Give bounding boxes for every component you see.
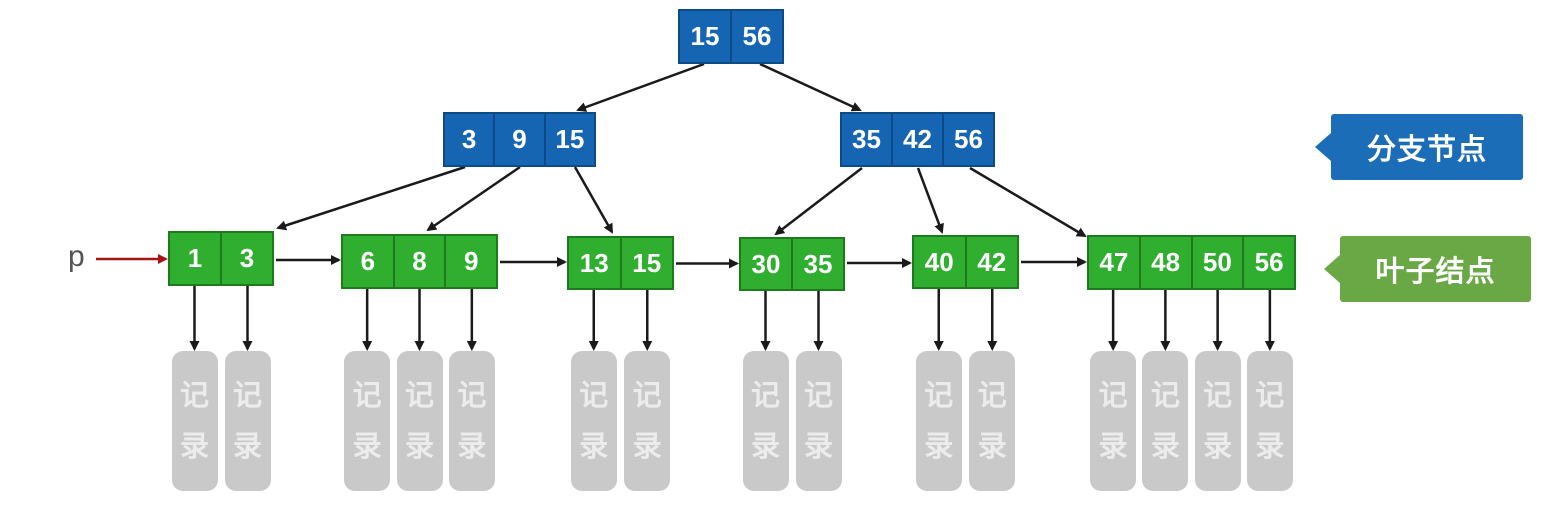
branch-node-key: 9: [493, 114, 543, 165]
leaf-node-key: 30: [751, 248, 781, 279]
record-label-bottom: 录: [632, 429, 662, 463]
record-block: 记录: [969, 351, 1016, 491]
leaf-node: 13 15: [567, 236, 674, 290]
record-label-top: 记: [1150, 378, 1180, 413]
record-block: 记录: [448, 351, 495, 491]
edge-branch-to-leaf: [276, 165, 466, 231]
branch-node-key: 3: [461, 124, 477, 154]
record-label-top: 记: [179, 378, 209, 413]
record-label-top: 记: [1098, 378, 1128, 413]
record-label-top: 记: [977, 378, 1007, 413]
leaf-node-key: 48: [1138, 237, 1191, 288]
leaf-node-key: 47: [1099, 247, 1129, 277]
branch-node-key: 15: [543, 114, 594, 165]
record-label-top: 记: [352, 378, 382, 413]
record-block: 记录: [795, 351, 842, 491]
record-label-bottom: 录: [352, 429, 382, 463]
leaf-node-key: 13: [579, 247, 609, 278]
branch-node-key: 56: [942, 114, 993, 165]
leaf-node-key: 8: [392, 236, 445, 287]
leaf-node-key: 3: [220, 233, 272, 284]
leaf-node-key: 9: [444, 236, 496, 287]
record-label-bottom: 录: [924, 429, 954, 463]
record-label-bottom: 录: [232, 429, 262, 463]
record-label-bottom: 录: [179, 429, 209, 463]
record-label-bottom: 录: [404, 429, 434, 463]
record-label-top: 记: [579, 378, 609, 413]
record-block: 记录: [570, 351, 617, 491]
record-block: 记录: [624, 351, 671, 491]
record-label-top: 记: [457, 378, 487, 413]
leaf-node-key: 15: [619, 238, 673, 288]
record-label-top: 记: [750, 378, 780, 413]
record-label-bottom: 录: [1098, 429, 1128, 463]
leaf-node-key: 50: [1190, 237, 1243, 288]
record-label-bottom: 录: [977, 429, 1007, 463]
record-label-top: 记: [1203, 378, 1233, 413]
record-block: 记录: [1246, 351, 1293, 491]
record-block: 记录: [171, 351, 218, 491]
record-block: 记录: [1090, 351, 1137, 491]
edge-branch-to-leaf: [969, 166, 1087, 238]
branch-node-key: 35: [852, 124, 881, 154]
legend-branch-tag: 分支节点: [1315, 114, 1523, 180]
leaf-node-key: 1: [187, 243, 203, 273]
record-block: 记录: [1142, 351, 1189, 491]
record-block: 记录: [1194, 351, 1241, 491]
root-node-key: 56: [730, 11, 782, 62]
record-label-top: 记: [232, 378, 262, 413]
record-label-bottom: 录: [803, 429, 833, 463]
record-label-top: 记: [1255, 378, 1285, 413]
record-block: 记录: [224, 351, 271, 491]
record-block: 记录: [396, 351, 443, 491]
record-block: 记录: [915, 351, 962, 491]
leaf-node-key: 56: [1242, 237, 1294, 288]
record-label-bottom: 录: [1255, 429, 1285, 463]
edge-root-to-branch: [759, 62, 862, 112]
record-label-bottom: 录: [579, 429, 609, 463]
record-block: 记录: [742, 351, 789, 491]
leaf-node-key: 42: [964, 237, 1018, 287]
record-label-bottom: 录: [750, 429, 780, 463]
record-label-top: 记: [632, 378, 662, 413]
edge-branch-to-leaf: [774, 167, 863, 236]
record-label-bottom: 录: [457, 429, 487, 463]
edge-branch-to-leaf: [426, 165, 521, 232]
edge-branch-to-leaf: [573, 166, 614, 234]
record-label-top: 记: [803, 378, 833, 413]
leaf-node: 30 35: [739, 237, 845, 291]
record-block: 记录: [344, 351, 391, 491]
edge-root-to-branch: [576, 62, 705, 112]
record-label-bottom: 录: [1203, 429, 1233, 463]
leaf-node-key: 40: [924, 246, 954, 277]
edge-branch-to-leaf: [916, 167, 944, 234]
record-label-bottom: 录: [1150, 429, 1180, 463]
root-node-key: 15: [690, 21, 720, 51]
legend-leaf-tag: 叶子结点: [1324, 236, 1531, 302]
record-label-top: 记: [924, 378, 954, 413]
pointer-label: p: [68, 240, 85, 273]
record-label-top: 记: [404, 378, 434, 413]
leaf-node-key: 35: [791, 239, 843, 289]
leaf-node-key: 6: [360, 246, 376, 276]
leaf-node: 40 42: [912, 235, 1019, 289]
branch-node-key: 42: [891, 114, 942, 165]
